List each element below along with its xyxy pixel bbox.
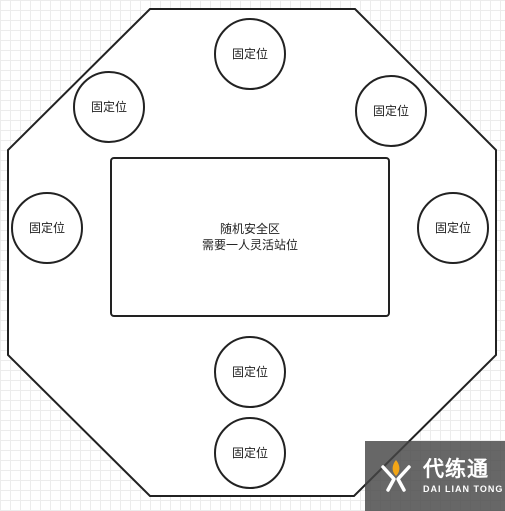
fixed-position-right: 固定位: [417, 192, 489, 264]
watermark-badge: 代练通 DAI LIAN TONG: [365, 441, 505, 511]
fixed-position-lower: 固定位: [214, 336, 286, 408]
safe-zone-title: 随机安全区: [220, 221, 280, 236]
fixed-position-upper-left: 固定位: [73, 71, 145, 143]
dailiantong-logo-icon: [381, 460, 411, 492]
safe-zone-note: 需要一人灵活站位: [202, 237, 298, 252]
fixed-position-bottom: 固定位: [214, 417, 286, 489]
watermark-subtitle: DAI LIAN TONG: [423, 483, 504, 494]
fixed-position-upper-right: 固定位: [355, 75, 427, 147]
watermark-title: 代练通: [423, 456, 489, 481]
svg-text:固定位: 固定位: [435, 220, 471, 235]
svg-text:固定位: 固定位: [373, 103, 409, 118]
svg-text:固定位: 固定位: [91, 99, 127, 114]
svg-text:固定位: 固定位: [232, 46, 268, 61]
svg-text:固定位: 固定位: [232, 445, 268, 460]
fixed-position-top: 固定位: [214, 18, 286, 90]
svg-text:固定位: 固定位: [232, 364, 268, 379]
random-safe-zone: [110, 157, 390, 317]
svg-text:固定位: 固定位: [29, 220, 65, 235]
fixed-position-left: 固定位: [11, 192, 83, 264]
